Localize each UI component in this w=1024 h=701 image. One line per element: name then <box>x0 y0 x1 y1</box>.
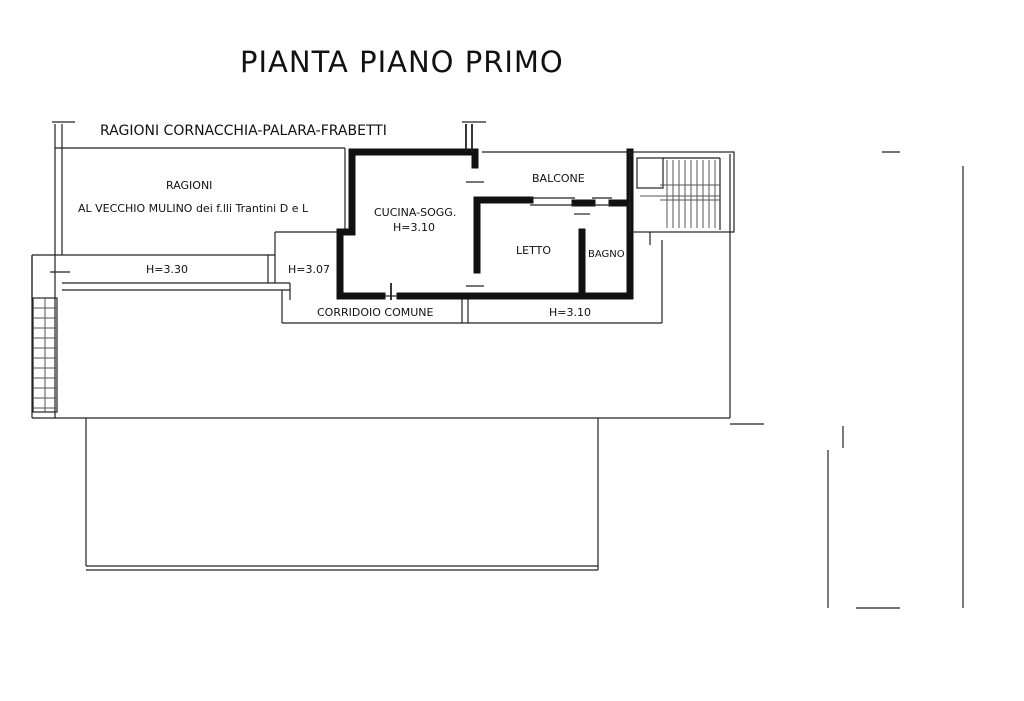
plan-title: PIANTA PIANO PRIMO <box>240 45 564 79</box>
label-corridoio-comune: CORRIDOIO COMUNE <box>317 306 434 319</box>
corridoio-comune <box>281 240 663 324</box>
corridor-330 <box>31 255 290 300</box>
label-h-307: H=3.07 <box>288 263 330 276</box>
left-staircase <box>32 297 58 413</box>
label-cucina-height: H=3.10 <box>393 221 435 234</box>
label-vecchio-mulino: AL VECCHIO MULINO dei f.lli Trantini D e… <box>78 202 309 215</box>
label-h-330: H=3.30 <box>146 263 188 276</box>
label-ragioni: RAGIONI <box>166 179 212 192</box>
door-marks <box>384 283 398 300</box>
label-h-310-corridor: H=3.10 <box>549 306 591 319</box>
right-side-fragments <box>827 151 964 609</box>
apartment-walls <box>336 148 634 300</box>
top-right-staircase <box>629 151 735 245</box>
label-bagno: BAGNO <box>588 249 625 260</box>
label-cucina-sogg: CUCINA-SOGG. <box>374 206 456 219</box>
outer-building-outline <box>31 121 764 571</box>
label-ragioni-cornacchia: RAGIONI CORNACCHIA-PALARA-FRABETTI <box>100 123 387 139</box>
label-balcone: BALCONE <box>532 172 585 185</box>
column-markers <box>462 121 486 152</box>
balcone-area <box>466 151 630 287</box>
label-letto: LETTO <box>516 244 551 257</box>
